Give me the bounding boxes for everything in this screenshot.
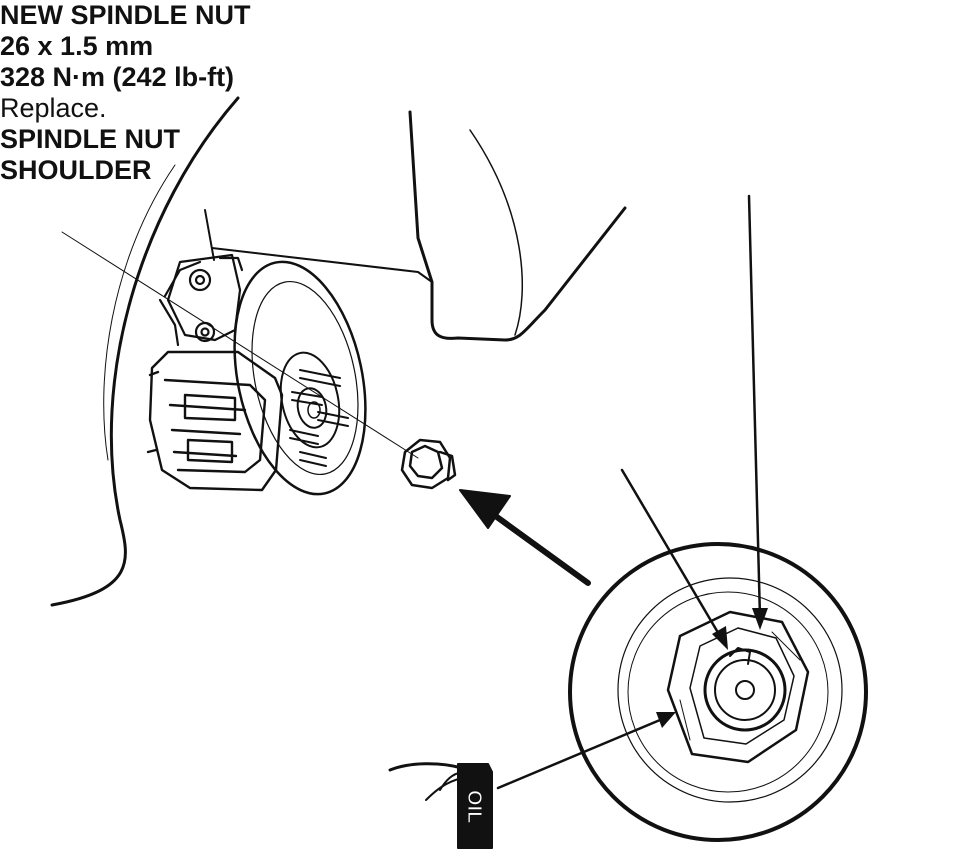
- fender-outline: [50, 96, 523, 607]
- spindle-nut-shoulder-callout: SPINDLE NUT SHOULDER: [0, 124, 954, 186]
- callout-arrow: [459, 489, 591, 586]
- new-spindle-nut-callout: NEW SPINDLE NUT 26 x 1.5 mm 328 N·m (242…: [0, 0, 954, 124]
- spindle-nut-torque: 328 N·m (242 lb-ft): [0, 62, 235, 92]
- spindle-nut-replace-note: Replace.: [0, 93, 107, 123]
- oil-label: OIL: [463, 790, 485, 823]
- spindle-axis: [61, 231, 419, 459]
- strut-body-panel: [204, 110, 627, 342]
- shoulder-label-line2: SHOULDER: [0, 155, 152, 185]
- spindle-nut-small: [400, 438, 457, 490]
- shoulder-label-line1: SPINDLE NUT: [0, 124, 181, 154]
- new-spindle-nut-title: NEW SPINDLE NUT: [0, 0, 251, 30]
- oil-can-icon: OIL: [388, 762, 493, 849]
- detail-magnifier: [568, 542, 868, 842]
- brake-rotor: [233, 260, 367, 496]
- leader-lines: [496, 194, 768, 790]
- spindle-nut-size: 26 x 1.5 mm: [0, 31, 154, 61]
- brake-caliper: [146, 350, 284, 492]
- caliper-bracket: [158, 253, 244, 347]
- wheel-studs: [289, 369, 349, 467]
